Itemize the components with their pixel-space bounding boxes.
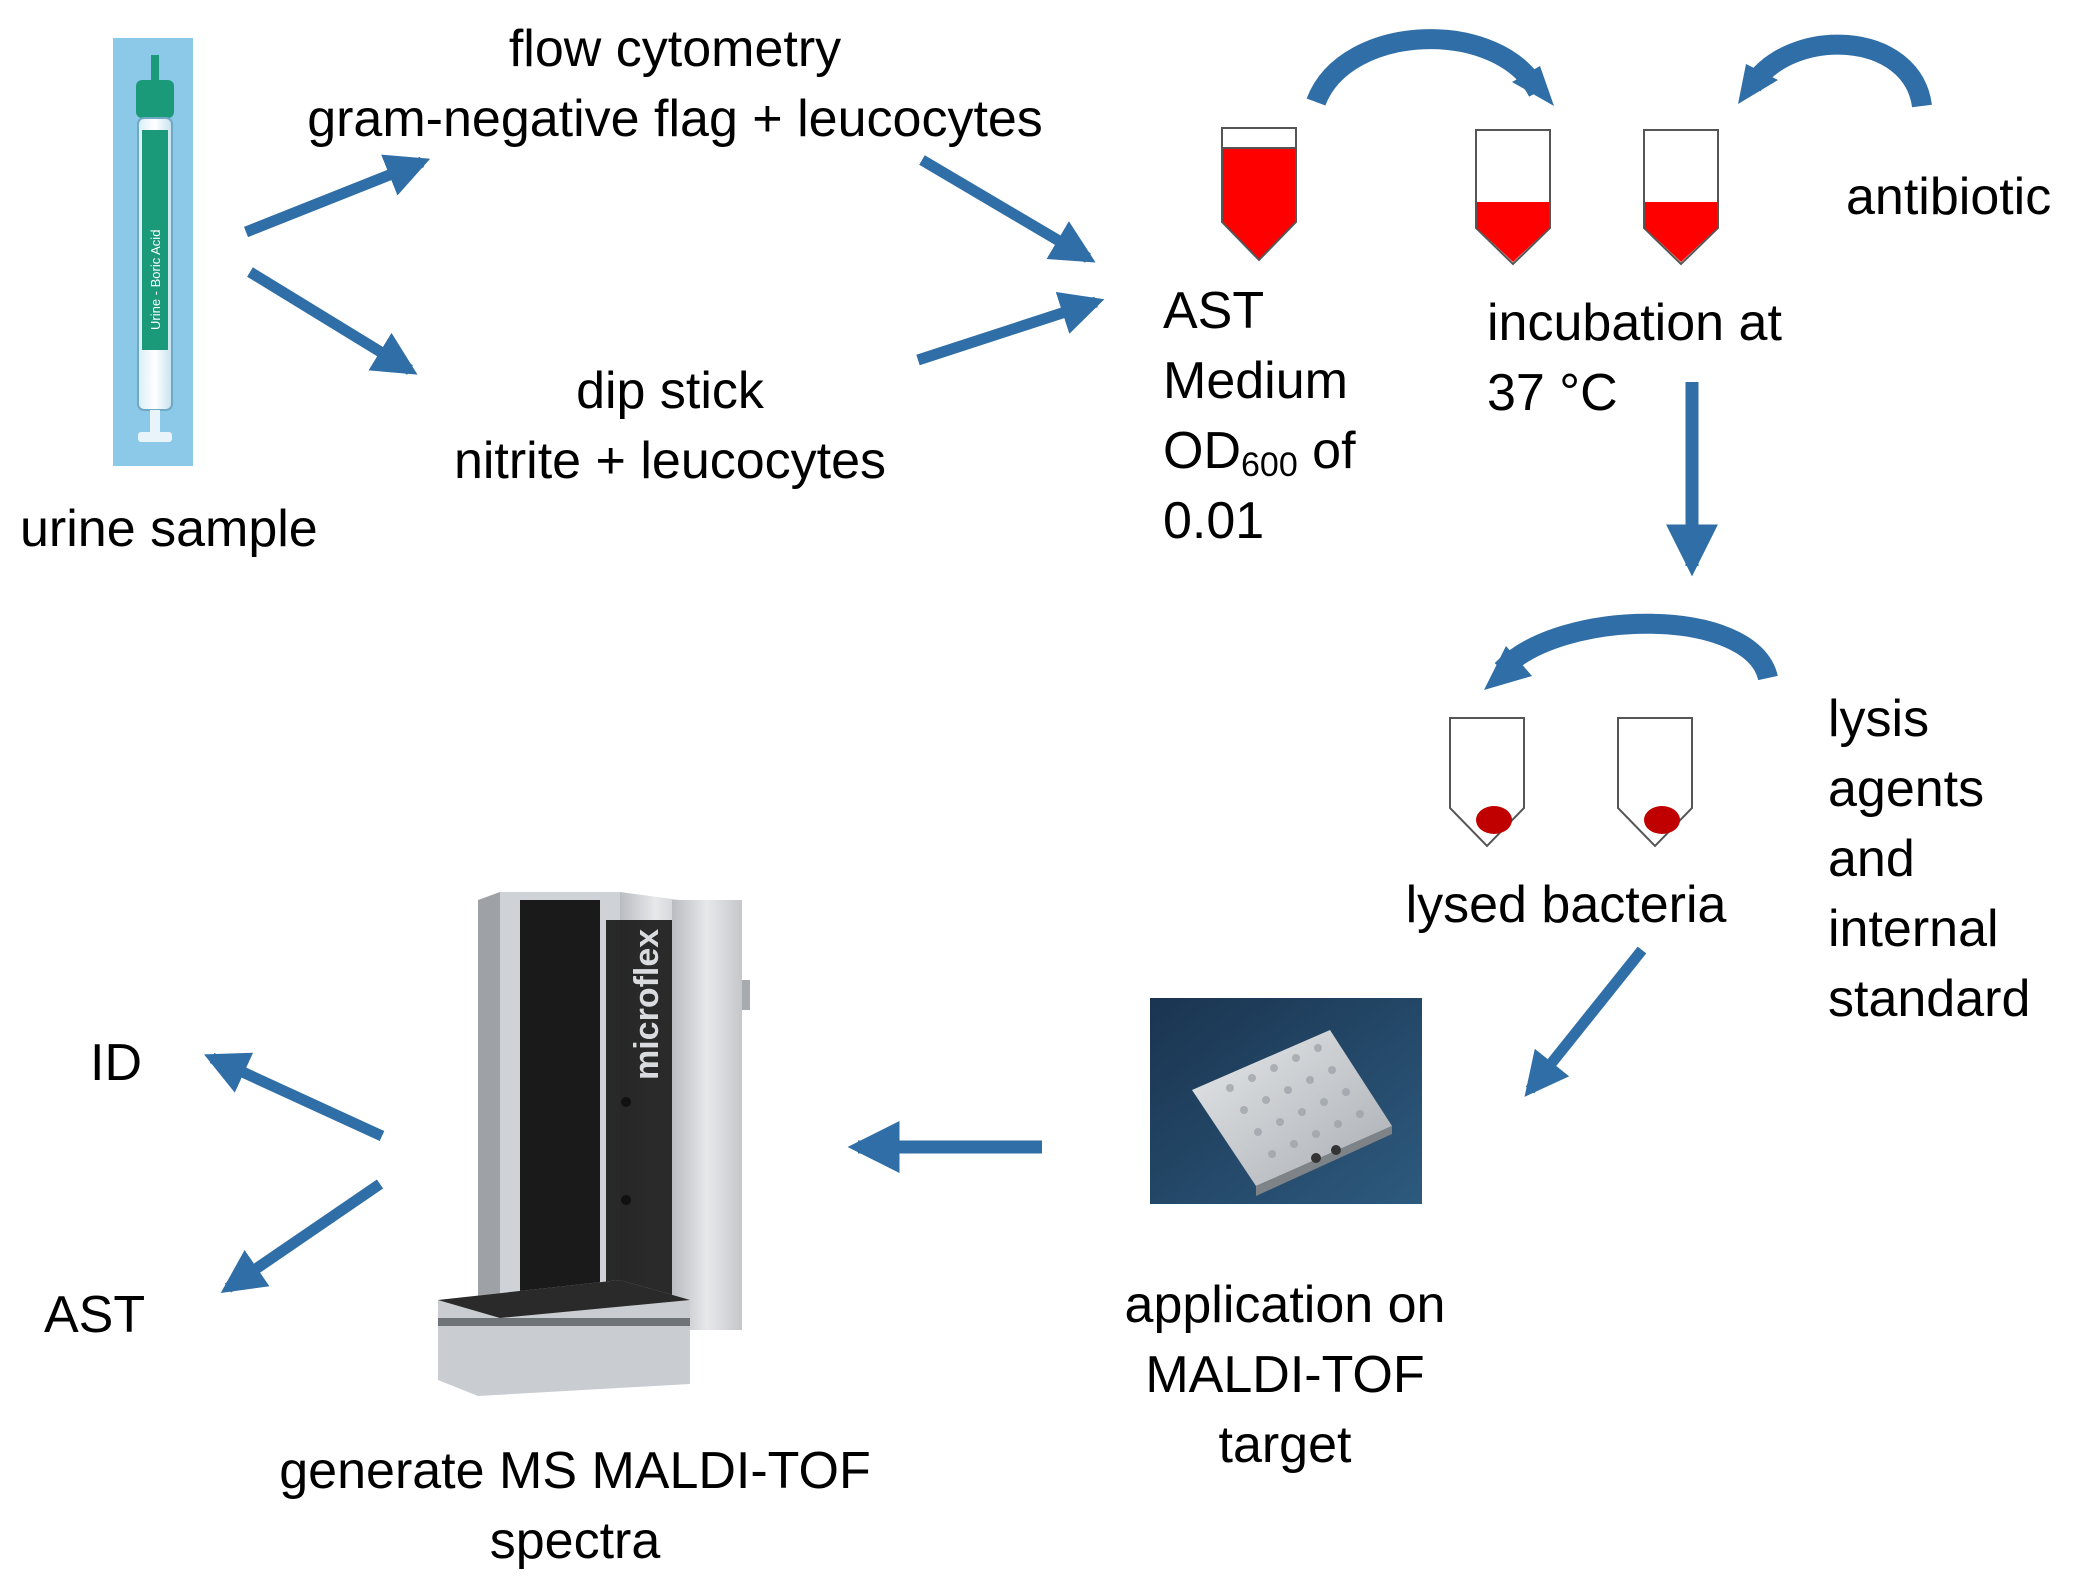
incubation-line1: incubation at bbox=[1487, 294, 1782, 352]
lysis-line1: lysis bbox=[1828, 690, 1930, 748]
lysed-bacteria-label: lysed bacteria bbox=[1405, 876, 1727, 934]
maldi-tof-instrument-image: microflex bbox=[438, 892, 750, 1396]
curved-arrow-head-lysis bbox=[1484, 646, 1532, 690]
lysis-line2: agents bbox=[1828, 760, 1985, 818]
arrow-urine-to-dipstick bbox=[247, 267, 418, 375]
arrows bbox=[204, 154, 1718, 1293]
lysis-line5: standard bbox=[1828, 970, 2031, 1028]
arrow-instrument-to-ast bbox=[220, 1179, 384, 1293]
ast-medium-line4: 0.01 bbox=[1163, 492, 1265, 550]
application-line3: target bbox=[1218, 1416, 1352, 1474]
ast-medium-line1: AST bbox=[1163, 282, 1265, 340]
lysis-tube-1 bbox=[1449, 717, 1525, 848]
urine-sample-tube-image: Urine - Boric Acid bbox=[113, 38, 193, 466]
curved-arrow-head-left bbox=[1738, 64, 1778, 104]
application-line1: application on bbox=[1124, 1276, 1446, 1334]
curved-arrow-head-right bbox=[1512, 66, 1554, 106]
od-subscript: 600 bbox=[1241, 446, 1298, 484]
flow-cytometry-label: flow cytometry bbox=[508, 20, 842, 78]
dip-stick-label: dip stick bbox=[576, 362, 764, 420]
urine-tube-label-text: Urine - Boric Acid bbox=[148, 230, 163, 330]
curved-arrow-antibiotic bbox=[1743, 34, 1932, 109]
id-output-label: ID bbox=[90, 1034, 142, 1092]
arrow-lysed-to-target bbox=[1524, 946, 1647, 1097]
arrow-instrument-to-id bbox=[204, 1052, 385, 1141]
lysis-line3: and bbox=[1828, 830, 1915, 888]
culture-tube-ast-medium bbox=[1221, 127, 1297, 262]
incubation-line2: 37 °C bbox=[1487, 364, 1618, 422]
arrow-urine-to-flow bbox=[243, 154, 431, 238]
ast-medium-line3: OD600 of bbox=[1163, 416, 1356, 486]
antibiotic-label: antibiotic bbox=[1846, 168, 2052, 226]
urine-sample-label: urine sample bbox=[20, 500, 318, 558]
flow-cytometry-detail: gram-negative flag + leucocytes bbox=[307, 90, 1043, 148]
application-line2: MALDI-TOF bbox=[1145, 1346, 1425, 1404]
generate-line2: spectra bbox=[489, 1512, 661, 1570]
ast-output-label: AST bbox=[44, 1286, 146, 1344]
od-tail: of bbox=[1297, 422, 1356, 480]
culture-tube-incubation-1 bbox=[1475, 129, 1551, 266]
dip-stick-detail: nitrite + leucocytes bbox=[453, 432, 887, 490]
od-text: OD bbox=[1163, 422, 1241, 480]
curved-arrow-ast-to-incubation bbox=[1306, 29, 1547, 107]
instrument-brand-text: microflex bbox=[628, 929, 666, 1080]
arrow-dipstick-to-ast bbox=[916, 291, 1105, 366]
culture-tube-incubation-2 bbox=[1643, 129, 1719, 266]
lysis-tube-2 bbox=[1617, 717, 1693, 848]
curved-arrows bbox=[1306, 29, 1932, 690]
lysis-line4: internal bbox=[1828, 900, 1999, 958]
curved-arrow-lysis bbox=[1494, 613, 1778, 682]
generate-line1: generate MS MALDI-TOF bbox=[279, 1442, 871, 1500]
ast-medium-line2: Medium bbox=[1163, 352, 1348, 410]
arrow-flow-to-ast bbox=[919, 155, 1096, 263]
maldi-target-plate-image bbox=[1150, 998, 1422, 1204]
